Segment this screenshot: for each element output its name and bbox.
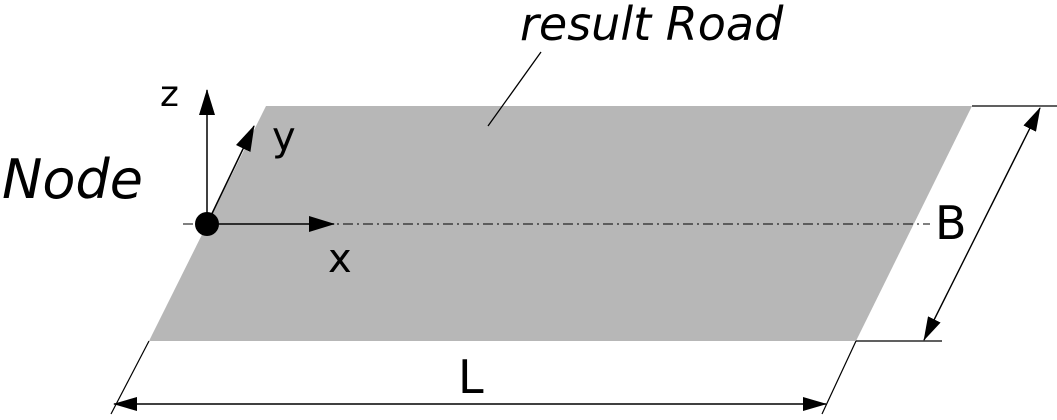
dimension-l-extension-left	[110, 340, 150, 415]
z-axis-label: z	[160, 74, 179, 115]
node-label: Node	[2, 148, 143, 211]
label-leader-line	[487, 51, 542, 127]
y-axis-label: y	[272, 114, 296, 160]
node-point	[195, 212, 219, 236]
x-axis-label: x	[328, 236, 352, 282]
title-label: result Road	[520, 0, 784, 51]
dimension-l-label: L	[458, 350, 484, 404]
dimension-l-extension-right	[821, 340, 857, 415]
dimension-b-line	[923, 107, 1041, 341]
road-surface	[149, 106, 972, 341]
dimension-b-label: B	[935, 196, 967, 250]
y-axis	[206, 125, 255, 225]
